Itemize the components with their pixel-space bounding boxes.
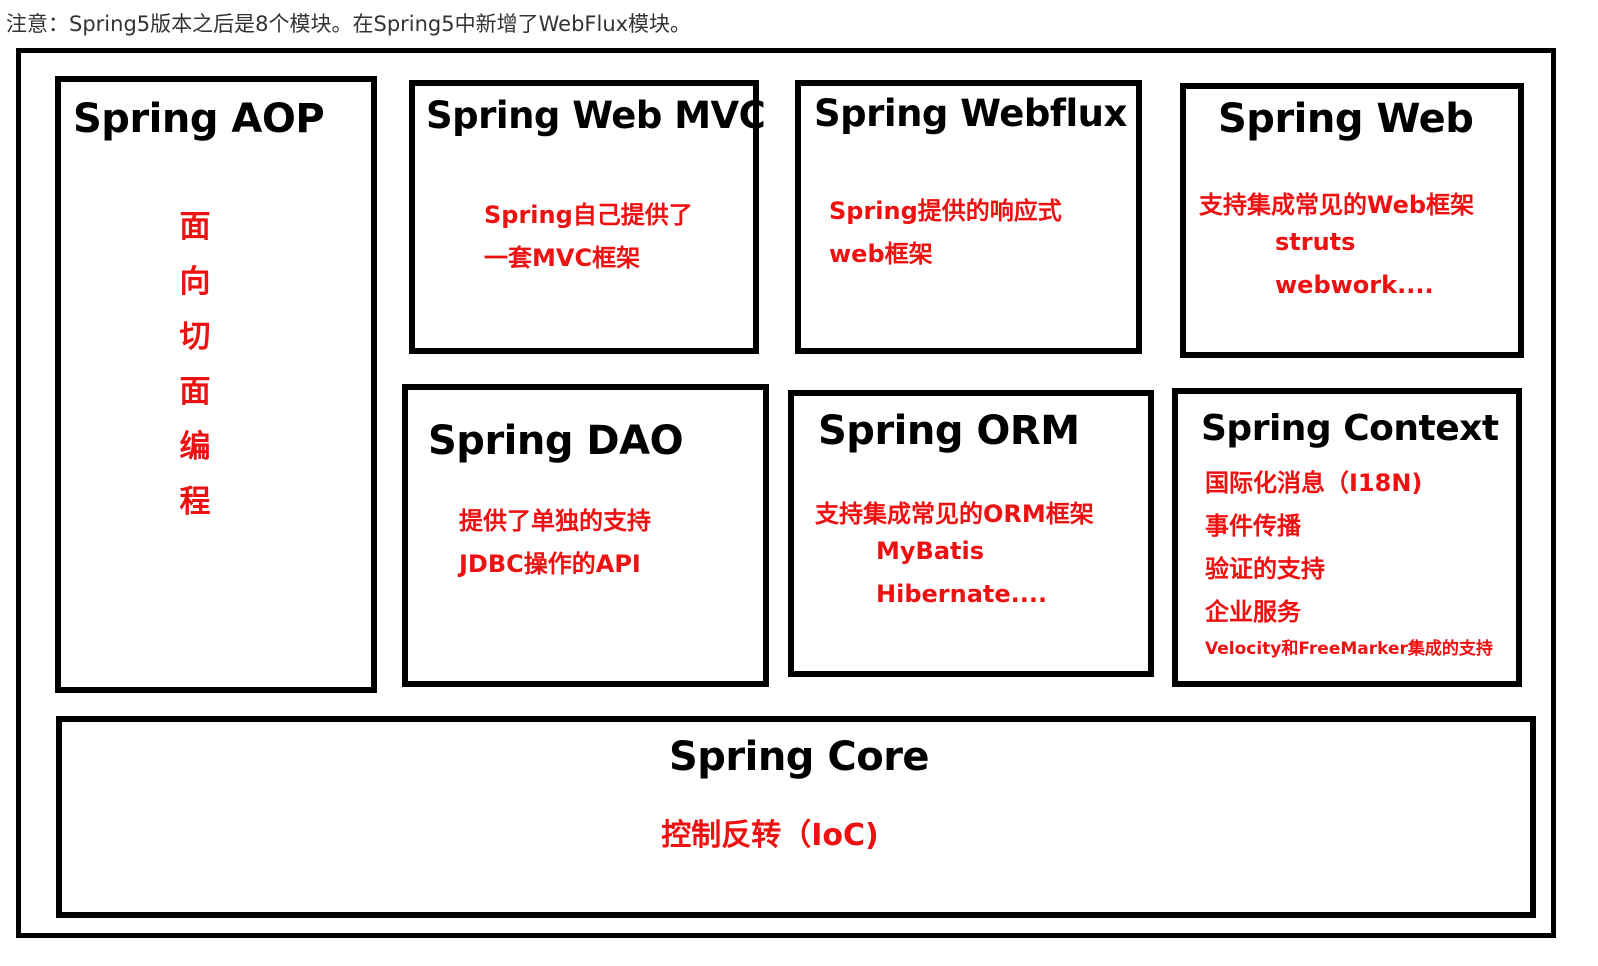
module-core-title: Spring Core <box>668 734 930 780</box>
module-web-line: struts <box>1275 228 1356 256</box>
module-dao-line: JDBC操作的API <box>459 550 641 578</box>
module-aop-title: Spring AOP <box>73 96 325 142</box>
module-webmvc-line: Spring自己提供了 <box>484 201 693 229</box>
module-webflux-title: Spring Webflux <box>814 92 1127 135</box>
module-dao-title: Spring DAO <box>428 418 684 464</box>
module-diagram-frame <box>16 48 1556 938</box>
module-web <box>1180 83 1524 358</box>
module-context-line: Velocity和FreeMarker集成的支持 <box>1205 639 1493 659</box>
aop-char: 编 <box>179 429 211 465</box>
module-orm-title: Spring ORM <box>818 408 1080 454</box>
module-context-title: Spring Context <box>1201 408 1499 449</box>
aop-char: 向 <box>179 264 211 300</box>
module-web-line: webwork.... <box>1275 271 1434 299</box>
module-webmvc-title: Spring Web MVC <box>426 94 766 137</box>
module-orm-line: Hibernate.... <box>876 580 1048 608</box>
module-context <box>1172 388 1522 687</box>
module-orm <box>788 390 1154 677</box>
module-core <box>56 716 1536 918</box>
module-orm-line: 支持集成常见的ORM框架 <box>815 500 1094 528</box>
aop-char: 程 <box>179 484 211 520</box>
module-context-line: 验证的支持 <box>1205 555 1325 583</box>
module-aop-description: 面 向 切 面 编 程 <box>175 200 215 530</box>
module-webmvc-line: 一套MVC框架 <box>484 244 641 272</box>
module-webflux <box>795 80 1142 354</box>
module-context-line: 企业服务 <box>1205 598 1301 626</box>
aop-char: 面 <box>179 209 211 245</box>
module-dao <box>402 384 769 687</box>
module-context-line: 国际化消息（I18N) <box>1205 469 1423 497</box>
module-webmvc <box>409 80 759 354</box>
module-webflux-line: Spring提供的响应式 <box>829 197 1062 225</box>
note-text: 注意：Spring5版本之后是8个模块。在Spring5中新增了WebFlux模… <box>6 12 692 36</box>
module-webflux-line: web框架 <box>829 240 933 268</box>
module-web-line: 支持集成常见的Web框架 <box>1199 191 1475 219</box>
module-core-line: 控制反转（IoC) <box>661 818 879 853</box>
module-aop <box>55 76 377 693</box>
module-web-title: Spring Web <box>1218 96 1474 142</box>
module-orm-line: MyBatis <box>876 537 984 565</box>
module-dao-line: 提供了单独的支持 <box>459 507 651 535</box>
module-context-line: 事件传播 <box>1205 512 1301 540</box>
aop-char: 切 <box>179 319 211 355</box>
aop-char: 面 <box>179 374 211 410</box>
